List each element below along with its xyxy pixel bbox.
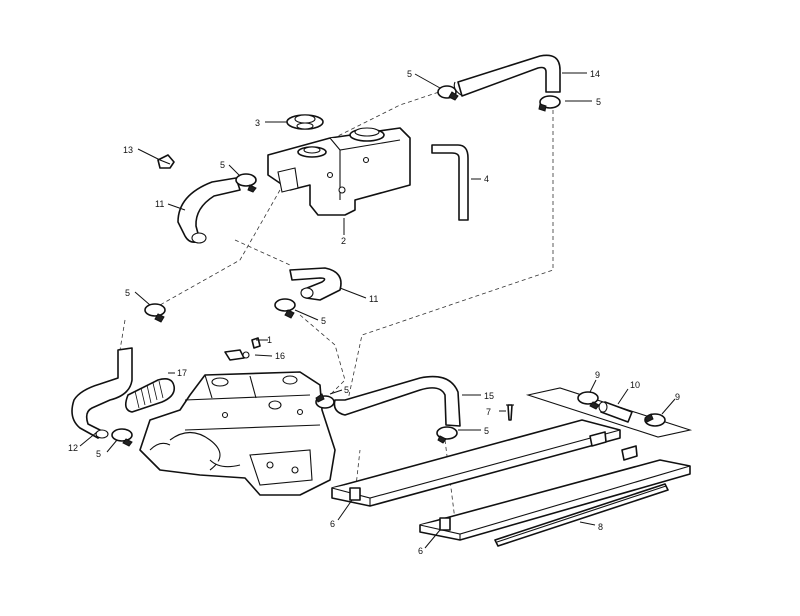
callout-14: 14 — [590, 69, 600, 79]
part-13 — [157, 154, 175, 169]
clamp-9-left — [577, 391, 600, 410]
callout-6: 6 — [418, 546, 423, 556]
callout-5: 5 — [220, 160, 225, 170]
hose-11-upper — [177, 177, 241, 244]
hose-12 — [71, 347, 133, 439]
callout-5: 5 — [596, 97, 601, 107]
callout-15: 15 — [484, 391, 494, 401]
strip-8 — [494, 483, 669, 547]
hose-14 — [453, 54, 561, 97]
callout-9: 9 — [675, 392, 680, 402]
hose-4 — [431, 144, 469, 221]
callout-5: 5 — [407, 69, 412, 79]
callout-8: 8 — [598, 522, 603, 532]
part-16-sensor — [224, 349, 250, 361]
part-17-corrugated-hose — [124, 378, 176, 413]
callout-5: 5 — [344, 385, 349, 395]
callout-16: 16 — [275, 351, 285, 361]
callout-4: 4 — [484, 174, 489, 184]
hose-11-mid — [289, 267, 342, 301]
clamp-5-mid — [274, 298, 296, 319]
leader-lines — [79, 72, 676, 549]
callout-1: 1 — [267, 335, 272, 345]
clamp-9-right — [644, 413, 666, 427]
callout-11: 11 — [369, 294, 378, 304]
clamp-5-top-left — [437, 85, 459, 101]
callout-7: 7 — [486, 407, 491, 417]
radiator-cap — [286, 114, 324, 130]
clamp-5-tank — [235, 173, 257, 193]
part-7-screw — [506, 404, 514, 421]
callout-5: 5 — [321, 316, 326, 326]
hose-15 — [333, 375, 461, 427]
clamp-5-bottom-left — [111, 428, 133, 447]
callout-6: 6 — [330, 519, 335, 529]
radiator-upper — [331, 419, 621, 507]
clamp-5-engine — [315, 393, 335, 409]
hose-10 — [598, 401, 633, 423]
coolant-tank — [267, 127, 411, 216]
callout-5: 5 — [96, 449, 101, 459]
callout-11: 11 — [155, 199, 164, 209]
callout-17: 17 — [177, 368, 187, 378]
radiator-lower — [419, 445, 691, 541]
callout-5: 5 — [125, 288, 130, 298]
clamp-5-left — [144, 303, 166, 323]
clamp-5-hose15 — [436, 426, 458, 444]
callout-3: 3 — [255, 118, 260, 128]
callout-5: 5 — [484, 426, 489, 436]
callout-10: 10 — [630, 380, 640, 390]
callout-labels: 14 5 5 3 13 5 4 11 2 5 11 5 1 16 17 5 15… — [68, 69, 680, 556]
engine-assembly — [139, 371, 336, 496]
callout-13: 13 — [123, 145, 133, 155]
clamp-5-top-right — [538, 95, 561, 112]
callout-12: 12 — [68, 443, 78, 453]
callout-9: 9 — [595, 370, 600, 380]
callout-2: 2 — [341, 236, 346, 246]
